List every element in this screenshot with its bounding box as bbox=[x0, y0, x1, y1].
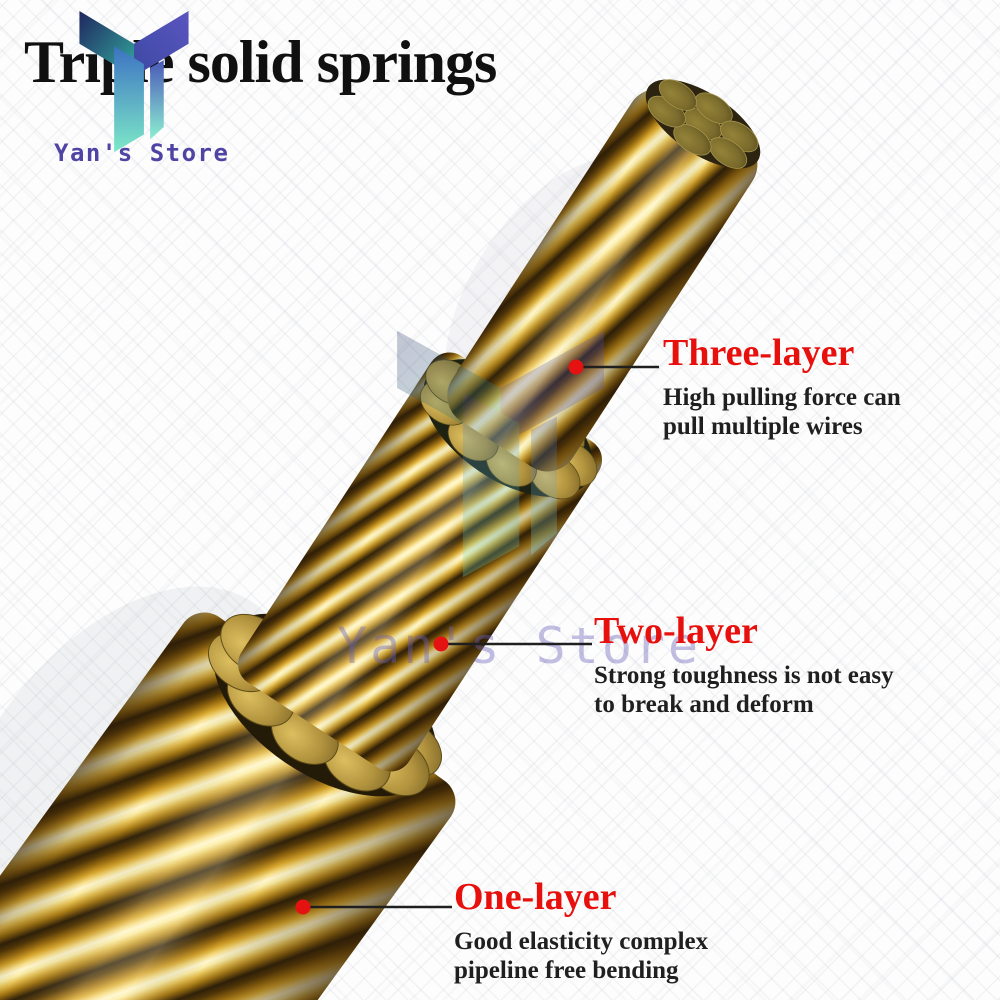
cable-segment-two-layer bbox=[238, 352, 602, 772]
wire-cross-section-middle bbox=[420, 359, 598, 500]
callout-description-line: to break and deform bbox=[594, 691, 814, 719]
callout-description: Good elasticity complex pipeline free be… bbox=[454, 927, 814, 986]
callout-description: Strong toughness is not easy to break an… bbox=[594, 661, 954, 720]
callout-label: Two-layer bbox=[594, 610, 758, 652]
callout-two-layer: Two-layer Strong toughness is not easy t… bbox=[594, 610, 954, 720]
callout-label: One-layer bbox=[454, 876, 617, 918]
wire-cross-section-lower bbox=[208, 613, 442, 797]
watermark-text: Yan's Store bbox=[337, 617, 702, 675]
brand-name: Yan's Store bbox=[54, 139, 230, 167]
callout-description-line: Strong toughness is not easy bbox=[594, 661, 894, 689]
watermark-logo-icon bbox=[397, 330, 604, 578]
callout-three-layer: Three-layer High pulling force can pull … bbox=[663, 332, 1000, 442]
callout-description: High pulling force can pull multiple wir… bbox=[663, 383, 1000, 442]
cable-shadow bbox=[0, 586, 297, 994]
page-title: Triple solid springs bbox=[24, 29, 497, 95]
callout-description-line: High pulling force can bbox=[663, 383, 901, 411]
callout-description-line: pull multiple wires bbox=[663, 413, 863, 441]
callout-description-line: Good elasticity complex bbox=[454, 927, 709, 955]
callout-description-line: pipeline free bending bbox=[454, 957, 679, 985]
callout-dot-one-layer-icon bbox=[295, 899, 311, 915]
callout-one-layer: One-layer Good elasticity complex pipeli… bbox=[454, 876, 814, 986]
callout-dot-three-layer-icon bbox=[568, 359, 584, 375]
wire-cross-section-tip bbox=[645, 79, 761, 169]
callout-label: Three-layer bbox=[663, 332, 855, 374]
